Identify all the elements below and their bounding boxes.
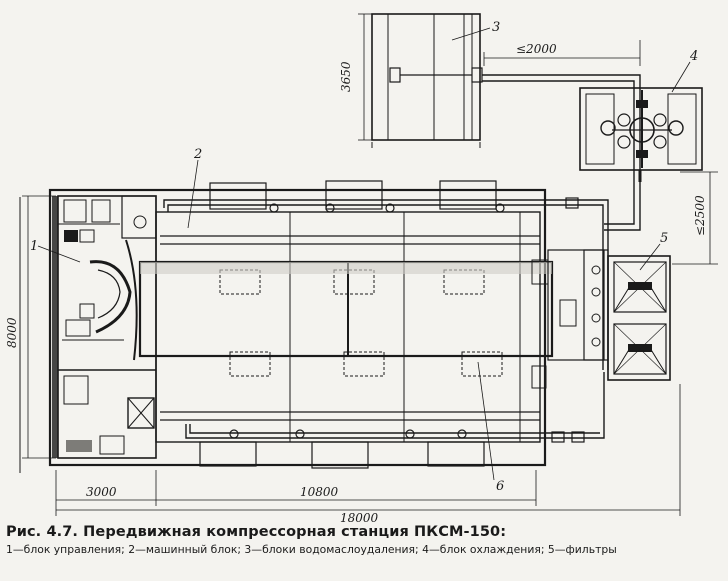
piping [163,74,642,443]
dimension-lines [22,13,718,516]
dim-10800: 10800 [300,485,339,499]
callout-6: 6 [496,479,504,494]
dim-8000: 8000 [5,317,19,348]
cooling-block [579,87,703,171]
callout-1: 1 [30,239,38,254]
machine-block [138,180,554,469]
dim-3650: 3650 [339,61,353,92]
dim-18000: 18000 [340,511,379,525]
callout-2: 2 [193,147,202,162]
figure-caption: Рис. 4.7. Передвижная компрессорная стан… [6,524,722,556]
dim-3000: 3000 [86,485,117,499]
caption-legend: 1—блок управления; 2—машинный блок; 3—бл… [6,543,617,556]
callout-4: 4 [689,49,698,64]
filters-block [607,255,671,381]
control-block [52,195,157,459]
water-oil-block [371,13,483,148]
caption-title: Рис. 4.7. Передвижная компрессорная стан… [6,524,507,540]
callout-3: 3 [492,20,500,35]
callout-5: 5 [660,231,668,246]
dim-2500: ≤2500 [693,195,707,236]
dim-2000: ≤2000 [516,42,557,56]
station-outline [48,188,547,467]
